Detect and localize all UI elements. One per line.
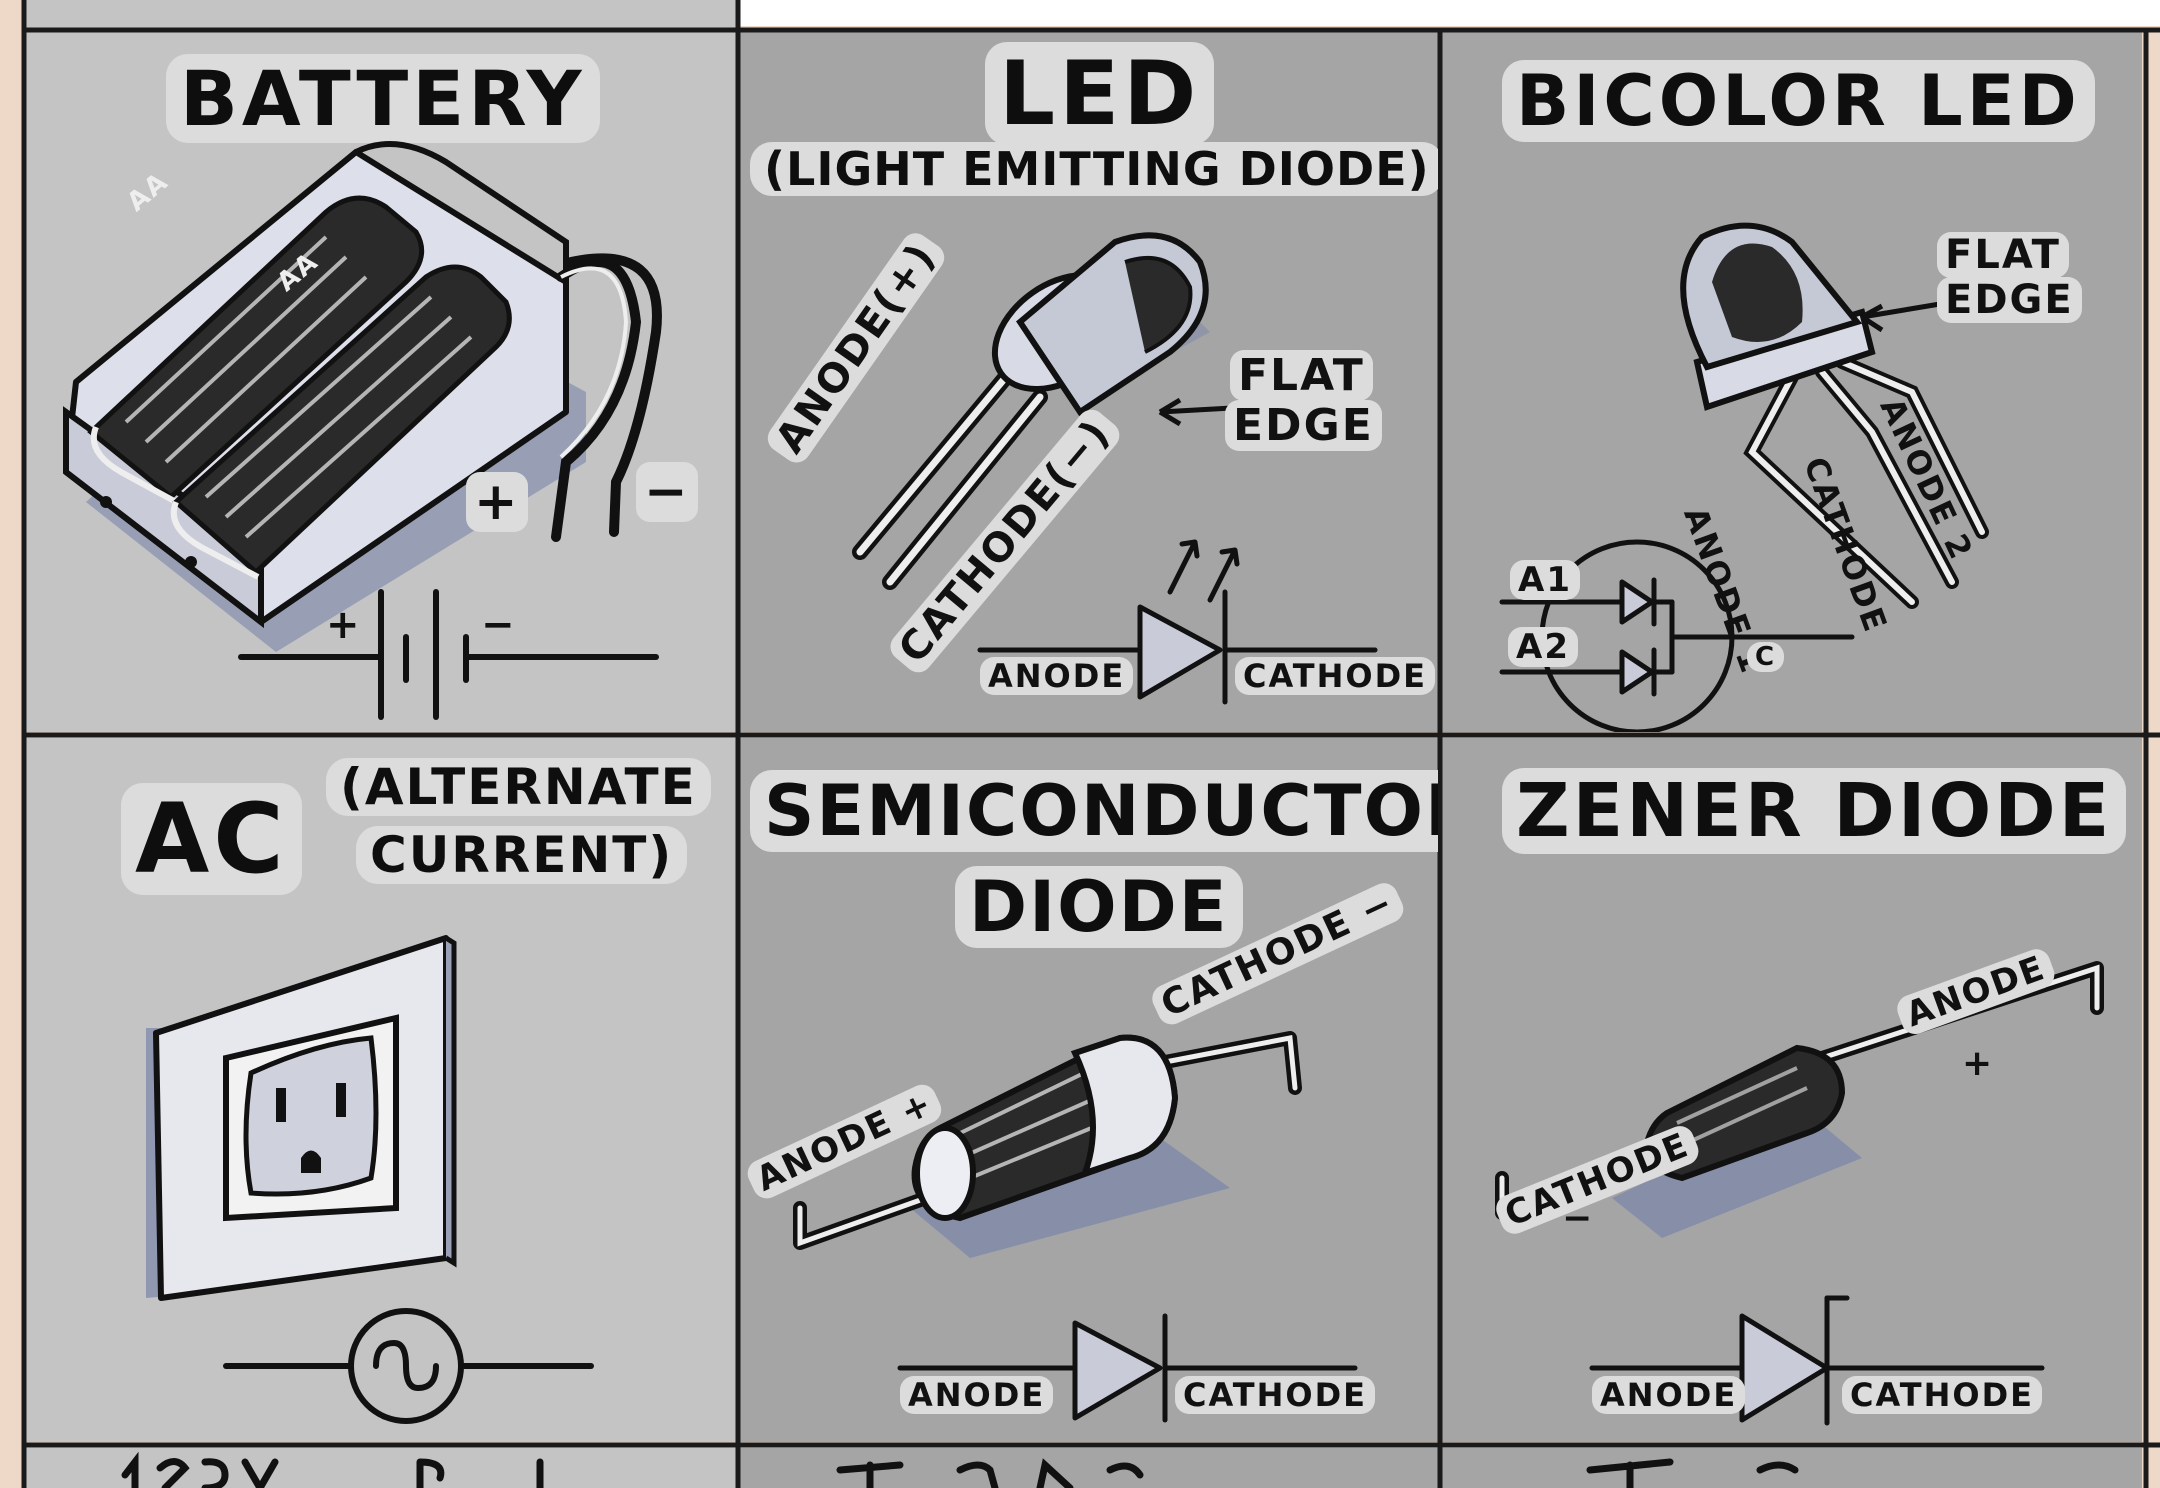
ac-subtitle-line-2: CURRENT) [356, 826, 688, 884]
led-symbol-anode: ANODE [980, 657, 1134, 695]
led-schematic-symbol [977, 539, 1378, 705]
bicolor-symbol-c: C [1747, 642, 1785, 672]
battery-holder-illustration [63, 141, 662, 652]
led-flat-edge-label-2: EDGE [1225, 400, 1382, 451]
zener-symbol-anode: ANODE [1592, 1376, 1746, 1414]
cell-ac: AC (ALTERNATE CURRENT) [26, 738, 736, 1442]
aa-cell-2 [170, 264, 512, 580]
cell-bicolor-led: BICOLOR LED [1442, 32, 2142, 732]
outlet-slot-left [276, 1088, 286, 1122]
bicolor-led-illustration [1499, 222, 1989, 732]
battery-minus-lead-label: − [636, 462, 698, 522]
semiconductor-symbol-anode: ANODE [900, 1376, 1054, 1414]
cell-top-white [740, 0, 2160, 26]
cell-battery: BATTERY [26, 32, 736, 732]
zener-diode-title: ZENER DIODE [1502, 768, 2127, 854]
cell-zener-diode: ZENER DIODE ANODE + CATHODE − [1442, 738, 2142, 1442]
semiconductor-diode-title-line-1: SEMICONDUCTOR [750, 770, 1438, 852]
battery-symbol-minus: − [481, 602, 517, 648]
cell-top-left-partial [26, 0, 736, 30]
cropped-row3-lettering [121, 1451, 1799, 1488]
battery-schematic-symbol [238, 589, 659, 720]
bicolor-flat-edge-label-1: FLAT [1937, 232, 2069, 278]
outlet-slot-right [336, 1083, 346, 1117]
zener-diode-illustration [1495, 961, 2104, 1426]
battery-symbol-plus: + [326, 602, 362, 648]
semiconductor-diode-title-line-2: DIODE [955, 866, 1243, 948]
semiconductor-symbol-cathode: CATHODE [1175, 1376, 1375, 1414]
bicolor-flat-edge-label-2: EDGE [1937, 277, 2082, 323]
led-subtitle: (LIGHT EMITTING DIODE) [750, 142, 1438, 196]
cell-bg-row3-left [26, 1448, 736, 1488]
aa-cell-1 [87, 195, 425, 505]
led-illustration [852, 232, 1251, 590]
battery-plus-lead-label: + [466, 472, 528, 532]
zener-diode-schematic-symbol [1589, 1295, 2045, 1426]
semiconductor-diode-illustration [793, 1031, 1358, 1423]
holder-screw-hole-1 [100, 496, 112, 508]
led-symbol-cathode: CATHODE [1235, 657, 1435, 695]
holder-screw-hole-2 [185, 556, 197, 568]
outlet-ground-hole [301, 1150, 321, 1173]
zener-anode-sign: + [1962, 1043, 1995, 1084]
bicolor-led-title: BICOLOR LED [1502, 60, 2095, 142]
led-flat-edge-label-1: FLAT [1230, 350, 1373, 401]
ac-title: AC [121, 783, 302, 895]
cell-led: LED (LIGHT EMITTING DIODE) ANODE(+) CATH… [740, 32, 1438, 732]
semiconductor-diode-schematic-symbol [897, 1313, 1358, 1423]
cell-semiconductor-diode: SEMICONDUCTOR DIODE [740, 738, 1438, 1442]
ac-schematic-symbol [223, 1308, 594, 1424]
battery-title: BATTERY [166, 54, 600, 143]
led-title: LED [985, 42, 1215, 145]
wall-outlet-illustration [146, 935, 594, 1424]
ac-subtitle-line-1: (ALTERNATE [326, 758, 711, 816]
zener-cathode-sign: − [1562, 1198, 1595, 1239]
bicolor-symbol-a1: A1 [1510, 560, 1580, 600]
bicolor-symbol-a2: A2 [1508, 627, 1578, 667]
grid-lines [21, 0, 2160, 1488]
zener-symbol-cathode: CATHODE [1842, 1376, 2042, 1414]
